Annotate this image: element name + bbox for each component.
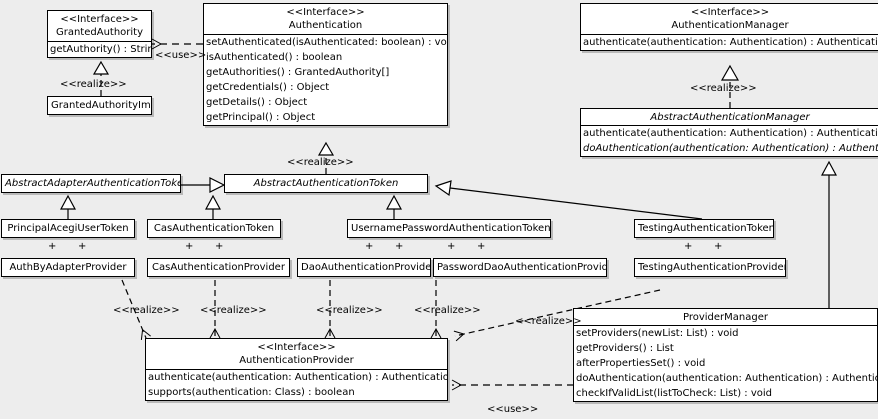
class-box-abstract-authentication-token[interactable]: AbstractAuthenticationToken xyxy=(224,174,428,193)
edge-generalize-providermanager-abstractauthenticationmanager xyxy=(820,160,838,308)
class-name-label: GrantedAuthority xyxy=(55,27,144,38)
class-name-label: CasAuthenticationProvider xyxy=(152,262,285,273)
class-box-password-dao-authentication-provider[interactable]: PasswordDaoAuthenticationProvider xyxy=(433,258,607,277)
association-plus-marker: + xyxy=(78,241,87,252)
edge-label-realize-abstractauthenticationtoken: <<realize>> xyxy=(287,157,354,168)
compartment-divider xyxy=(48,41,151,42)
edge-label-realize-abstractauthenticationmanager: <<realize>> xyxy=(690,83,757,94)
operation-row: setProviders(newList: List) : void xyxy=(576,328,739,339)
class-name-label: ProviderManager xyxy=(682,312,768,323)
compartment-divider xyxy=(146,369,447,370)
class-name-label: GrantedAuthorityImpl xyxy=(51,100,152,111)
class-box-abstract-adapter-authentication-token[interactable]: AbstractAdapterAuthenticationToken xyxy=(1,174,181,193)
association-plus-marker: + xyxy=(447,241,456,252)
class-name-label: AuthenticationManager xyxy=(671,20,789,31)
class-box-authentication-manager[interactable]: <<Interface>> AuthenticationManager auth… xyxy=(580,3,878,51)
class-box-cas-authentication-provider[interactable]: CasAuthenticationProvider xyxy=(147,258,290,277)
class-name-label: AbstractAuthenticationToken xyxy=(253,178,399,189)
operation-row: getDetails() : Object xyxy=(206,97,308,108)
operations-compartment: setAuthenticated(isAuthenticated: boolea… xyxy=(204,35,447,125)
edge-generalize-casauthenticationtoken-abstractauthenticationtoken xyxy=(204,194,222,219)
class-box-username-password-authentication-token[interactable]: UsernamePasswordAuthenticationToken xyxy=(347,219,551,238)
class-box-granted-authority-impl[interactable]: GrantedAuthorityImpl xyxy=(47,96,152,115)
compartment-divider xyxy=(574,325,877,326)
operation-row: isAuthenticated() : boolean xyxy=(206,52,343,63)
class-name-label: AbstractAuthenticationManager xyxy=(650,112,810,123)
class-box-granted-authority[interactable]: <<Interface>> GrantedAuthority getAuthor… xyxy=(47,10,152,58)
operations-compartment: authenticate(authentication: Authenticat… xyxy=(581,126,878,156)
class-box-authentication-provider[interactable]: <<Interface>> AuthenticationProvider aut… xyxy=(145,338,448,401)
class-box-auth-by-adapter-provider[interactable]: AuthByAdapterProvider xyxy=(1,258,135,277)
class-name-label: AbstractAdapterAuthenticationToken xyxy=(5,178,181,189)
class-name-label: UsernamePasswordAuthenticationToken xyxy=(351,223,551,234)
operation-row: doAuthentication(authentication: Authent… xyxy=(576,373,878,384)
class-box-provider-manager[interactable]: ProviderManager setProviders(newList: Li… xyxy=(573,308,878,402)
class-name-label: TestingAuthenticationToken xyxy=(638,223,774,234)
edge-label-realize-authbyadapterprovider: <<realize>> xyxy=(113,305,180,316)
operation-row: setAuthenticated(isAuthenticated: boolea… xyxy=(206,37,448,48)
association-plus-marker: + xyxy=(714,241,723,252)
association-plus-marker: + xyxy=(395,241,404,252)
stereotype-label: <<Interface>> xyxy=(60,14,139,25)
operations-compartment: authenticate(authentication: Authenticat… xyxy=(146,370,447,400)
edge-generalize-usernamepasswordtoken-abstractauthenticationtoken xyxy=(385,194,403,219)
operation-row: authenticate(authentication: Authenticat… xyxy=(583,37,878,48)
edge-label-realize-casauthenticationprovider: <<realize>> xyxy=(200,305,267,316)
class-name-label: PrincipalAcegiUserToken xyxy=(7,223,129,234)
edge-label-realize-passworddaoauthenticationprovider: <<realize>> xyxy=(414,305,481,316)
class-box-authentication[interactable]: <<Interface>> Authentication setAuthenti… xyxy=(203,3,448,126)
edge-label-realize-testingauthenticationprovider: <<realize>> xyxy=(515,316,582,327)
operation-row: supports(authentication: Class) : boolea… xyxy=(148,387,355,398)
stereotype-label: <<Interface>> xyxy=(690,7,770,18)
operation-row: getProviders() : List xyxy=(576,343,674,354)
operation-row: getPrincipal() : Object xyxy=(206,112,316,123)
association-plus-marker: + xyxy=(684,241,693,252)
operation-row: afterPropertiesSet() : void xyxy=(576,358,706,369)
edge-generalize-abstractadapter-abstractauthenticationtoken xyxy=(181,177,226,193)
class-name-label: CasAuthenticationToken xyxy=(153,223,275,234)
class-name-label: AuthenticationProvider xyxy=(239,355,354,366)
edge-label-use-providermanager: <<use>> xyxy=(487,404,539,415)
class-name-label: DaoAuthenticationProvider xyxy=(301,262,431,273)
class-box-testing-authentication-token[interactable]: TestingAuthenticationToken xyxy=(634,219,774,238)
operation-row: authenticate(authentication: Authenticat… xyxy=(148,372,448,383)
association-plus-marker: + xyxy=(365,241,374,252)
association-plus-marker: + xyxy=(48,241,57,252)
edge-label-realize-grantedauthorityimpl: <<realize>> xyxy=(60,79,127,90)
association-plus-marker: + xyxy=(215,241,224,252)
operations-compartment: authenticate(authentication: Authenticat… xyxy=(581,35,878,50)
edge-label-realize-daoauthenticationprovider: <<realize>> xyxy=(316,305,383,316)
class-name-label: AuthByAdapterProvider xyxy=(9,262,127,273)
class-box-cas-authentication-token[interactable]: CasAuthenticationToken xyxy=(147,219,281,238)
operation-row: doAuthentication(authentication: Authent… xyxy=(583,143,878,154)
operation-row: getAuthority() : String xyxy=(50,44,152,55)
association-plus-marker: + xyxy=(477,241,486,252)
compartment-divider xyxy=(581,125,878,126)
stereotype-label: <<Interface>> xyxy=(286,7,365,18)
association-plus-marker: + xyxy=(185,241,194,252)
operation-row: checkIfValidList(listToCheck: List) : vo… xyxy=(576,388,773,399)
edge-generalize-testingauthenticationtoken-abstractauthenticationtoken xyxy=(434,180,703,220)
class-box-abstract-authentication-manager[interactable]: AbstractAuthenticationManager authentica… xyxy=(580,108,878,157)
stereotype-label: <<Interface>> xyxy=(257,342,336,353)
operations-compartment: setProviders(newList: List) : void getPr… xyxy=(574,326,877,401)
edge-generalize-principalacegiusertoken-abstractadapter xyxy=(59,194,77,219)
operation-row: authenticate(authentication: Authenticat… xyxy=(583,128,878,139)
compartment-divider xyxy=(204,34,447,35)
class-name-label: TestingAuthenticationProvider xyxy=(638,262,786,273)
compartment-divider xyxy=(581,34,878,35)
operation-row: getAuthorities() : GrantedAuthority[] xyxy=(206,67,390,78)
edge-label-use-authentication: <<use>> xyxy=(155,50,207,61)
operation-row: getCredentials() : Object xyxy=(206,82,330,93)
class-box-principal-acegi-user-token[interactable]: PrincipalAcegiUserToken xyxy=(1,219,135,238)
operations-compartment: getAuthority() : String xyxy=(48,42,151,57)
class-box-testing-authentication-provider[interactable]: TestingAuthenticationProvider xyxy=(634,258,786,277)
class-name-label: Authentication xyxy=(288,20,363,31)
class-name-label: PasswordDaoAuthenticationProvider xyxy=(437,262,607,273)
class-box-dao-authentication-provider[interactable]: DaoAuthenticationProvider xyxy=(297,258,431,277)
